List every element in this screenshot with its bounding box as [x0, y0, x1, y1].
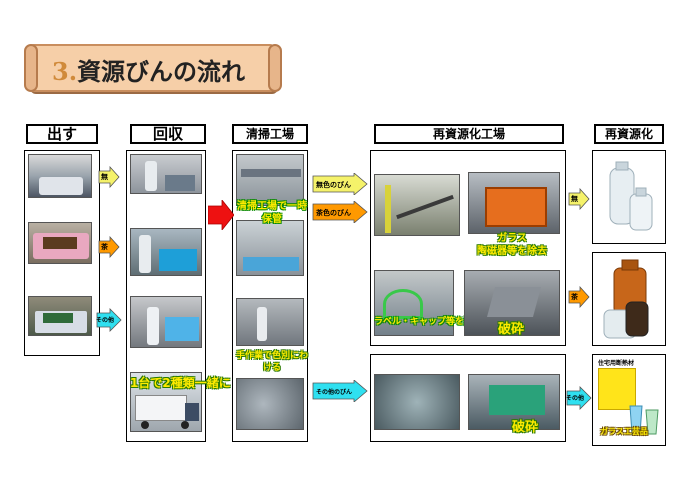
clear-bottles-image [600, 160, 660, 238]
photo-kaishu-3 [130, 296, 202, 348]
caption-kojo-label: ラベル・キャップ等を除去 [374, 314, 458, 327]
label-result-sonota: その他 [566, 393, 584, 402]
photo-kaishu-1 [130, 154, 202, 194]
photo-kaishu-2 [130, 228, 202, 276]
caption-kojo-remove-prefix: ガラス [497, 233, 527, 244]
header-saishigenka: 再資源化 [594, 124, 664, 144]
caption-seisou-store: 清掃工場で一時保管 [236, 200, 308, 226]
header-kaishu: 回収 [130, 124, 206, 144]
label-chairo-bin: 茶色のびん [316, 208, 351, 218]
photo-seisou-3 [236, 298, 304, 346]
title-text: 資源びんの流れ [77, 58, 245, 86]
caption-kojo-crush-1: 破砕 [498, 318, 524, 337]
caption-kaishu-mix: 1台で2種類一緒に [130, 374, 206, 391]
header-seisou: 清掃工場 [232, 124, 308, 144]
title-banner: 3.資源びんの流れ [28, 44, 276, 92]
photo-seisou-2 [236, 220, 304, 276]
header-dasu: 出す [26, 124, 98, 144]
photo-kojo-cullet [374, 374, 460, 430]
photo-kojo-machine [468, 172, 560, 234]
label-result-cha: 茶 [571, 292, 578, 302]
photo-seisou-1 [236, 154, 304, 206]
scroll-curl-left [24, 44, 38, 92]
caption-seisou-hand: 手作業で色別にわける [236, 350, 308, 374]
photo-dasu-mushoku [28, 154, 92, 198]
caption-kojo-remove-text: 陶磁器等を除去 [477, 246, 547, 257]
label-sonota-bin: その他のびん [316, 387, 352, 396]
scroll-curl-right [268, 44, 282, 92]
photo-kojo-conveyor [374, 174, 460, 236]
page-title: 3.資源びんの流れ [52, 52, 245, 87]
photo-dasu-cha [28, 222, 92, 264]
header-saishigenka-kojo: 再資源化工場 [374, 124, 564, 144]
caption-result-material: 住宅用断熱材 [598, 358, 634, 367]
arrow-kaishu-seisou [208, 200, 234, 230]
label-result-mushoku: 無 [571, 194, 578, 204]
caption-result-craft: ガラス工芸品 [600, 426, 648, 437]
caption-kojo-remove: ガラス 陶磁器等を除去 [462, 232, 562, 258]
photo-dasu-sonota [28, 296, 92, 336]
label-sonota: その他 [96, 315, 114, 324]
label-cha: 茶 [101, 242, 108, 252]
photo-seisou-4 [236, 378, 304, 430]
title-number: 3. [52, 57, 77, 86]
caption-kojo-crush-2: 破砕 [512, 416, 538, 435]
label-mushoku-bin: 無色のびん [316, 180, 351, 190]
label-mushoku: 無 [101, 172, 108, 182]
brown-bottles-image [598, 258, 662, 342]
